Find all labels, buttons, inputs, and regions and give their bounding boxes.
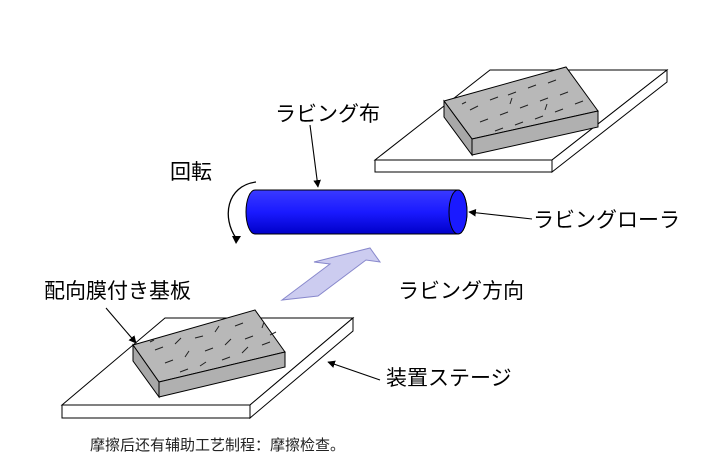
rubbing-cloth-label: ラビング布 [275,102,380,126]
block-arrow-icon [280,247,382,301]
aligned-substrate-label: 配向膜付き基板 [44,279,191,303]
caption: 摩擦后还有辅助工艺制程：摩擦检查。 [90,436,346,454]
lower-substrate [132,309,286,399]
pointer-stage [327,360,381,381]
stage-label: 装置ステージ [386,366,512,390]
rotation-label: 回転 [170,160,212,184]
rubbing-direction-label: ラビング方向 [398,279,524,303]
rotation-arrow-icon [227,181,257,244]
rubbing-roller-label: ラビングローラ [533,208,680,232]
pointer-substrate [105,307,137,344]
upper-substrate [443,66,599,157]
pointer-rubbing-cloth [309,124,321,188]
pointer-rubbing-roller [468,208,533,220]
rubbing-roller [245,189,468,235]
